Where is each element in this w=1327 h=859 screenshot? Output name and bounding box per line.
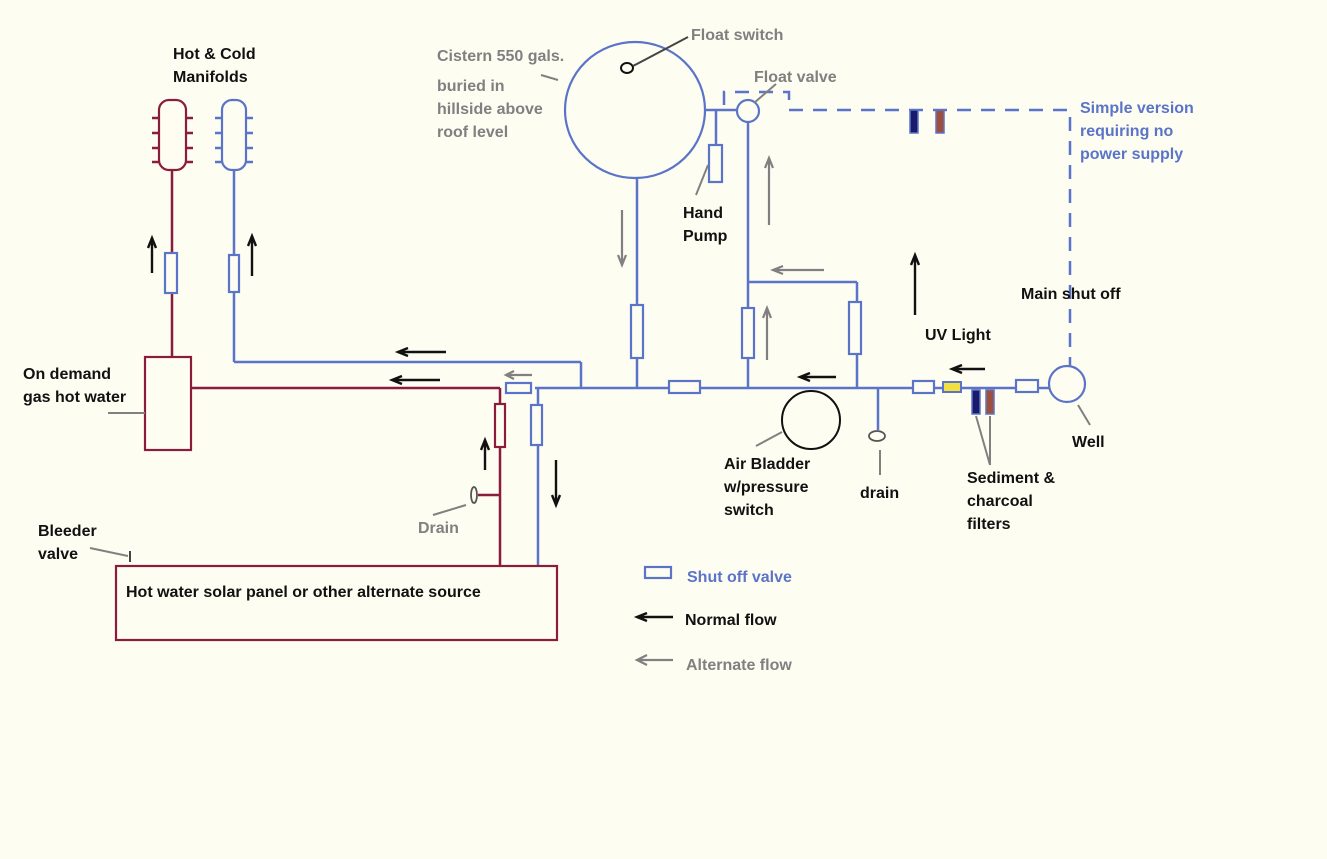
on-demand-label-1: On demand bbox=[23, 366, 111, 383]
cold-manifold-valve bbox=[227, 253, 241, 294]
filters-label-3: filters bbox=[967, 516, 1011, 533]
uv-light-icon bbox=[942, 381, 962, 393]
air-bladder-label-3: switch bbox=[724, 502, 774, 519]
filters-label-1: Sediment & bbox=[967, 470, 1055, 487]
uv-inlet-valve bbox=[911, 379, 936, 395]
float-switch-label: Float switch bbox=[691, 27, 783, 44]
bypass-valve bbox=[847, 300, 863, 356]
normal-flow-arrows bbox=[146, 232, 985, 509]
float-valve-icon bbox=[735, 98, 761, 124]
float-valve-label: Float valve bbox=[754, 69, 837, 86]
cistern-fill-valve bbox=[740, 306, 756, 360]
hand-pump-icon bbox=[707, 143, 724, 184]
legend-alternate-arrow bbox=[634, 654, 673, 666]
air-bladder-label-1: Air Bladder bbox=[724, 456, 810, 473]
simple-sediment-filter bbox=[909, 109, 919, 134]
manifolds-label-2: Manifolds bbox=[173, 69, 248, 86]
air-bladder-label-2: w/pressure bbox=[723, 479, 809, 496]
drain-right-label: drain bbox=[860, 485, 899, 502]
cistern-label-3: hillside above bbox=[437, 101, 543, 118]
simple-version-label-2: requiring no bbox=[1080, 123, 1174, 140]
hot-manifold-valve bbox=[163, 251, 179, 295]
hot-manifold bbox=[152, 98, 193, 172]
legend-alternate-flow: Alternate flow bbox=[686, 657, 792, 674]
manifolds-label-1: Hot & Cold bbox=[173, 46, 256, 63]
air-bladder-tank bbox=[781, 390, 841, 450]
bleeder-label-1: Bleeder bbox=[38, 523, 97, 540]
legend-valve-swatch bbox=[643, 565, 673, 580]
cold-manifold bbox=[215, 98, 253, 172]
legend-normal-arrow bbox=[633, 611, 673, 623]
main-shut-off-label: Main shut off bbox=[1021, 286, 1121, 303]
alternate-flow-arrows bbox=[503, 155, 824, 380]
cistern-label-4: roof level bbox=[437, 124, 508, 141]
labels: Hot & Cold Manifolds Cistern 550 gals. b… bbox=[23, 27, 1194, 601]
simple-version-label-1: Simple version bbox=[1080, 100, 1194, 117]
simple-version-line bbox=[722, 90, 1072, 370]
main-shut-off-valve bbox=[1014, 378, 1040, 394]
legend-normal-flow: Normal flow bbox=[685, 612, 777, 629]
charcoal-filter-icon bbox=[985, 389, 995, 415]
filters-label-2: charcoal bbox=[967, 493, 1033, 510]
hot-cold-junction-valve bbox=[504, 381, 533, 395]
solar-panel-box bbox=[114, 564, 559, 642]
float-switch-icon bbox=[620, 62, 634, 74]
drain-left-label: Drain bbox=[418, 520, 459, 537]
uv-light-label: UV Light bbox=[925, 327, 991, 344]
shut-off-valves bbox=[163, 251, 1040, 449]
well-icon bbox=[1047, 364, 1087, 404]
main-line-valve bbox=[667, 379, 702, 395]
solar-return-valve bbox=[493, 402, 507, 449]
legend-shut-off-valve: Shut off valve bbox=[687, 569, 792, 586]
leader-lines bbox=[89, 36, 1091, 562]
simple-charcoal-filter bbox=[935, 109, 945, 134]
cistern-label-2: buried in bbox=[437, 78, 505, 95]
drain-right-icon bbox=[868, 430, 886, 442]
on-demand-label-2: gas hot water bbox=[23, 389, 126, 406]
hot-water-pipes bbox=[170, 170, 502, 566]
solar-panel-label: Hot water solar panel or other alternate… bbox=[126, 584, 481, 601]
cistern-outlet-valve bbox=[629, 303, 645, 360]
legend: Shut off valve Normal flow Alternate flo… bbox=[633, 565, 792, 674]
cistern-label-1: Cistern 550 gals. bbox=[437, 48, 564, 65]
simple-version-label-3: power supply bbox=[1080, 146, 1183, 163]
bleeder-label-2: valve bbox=[38, 546, 78, 563]
cistern-tank bbox=[563, 40, 707, 180]
hand-pump-label-2: Pump bbox=[683, 228, 728, 245]
well-label: Well bbox=[1072, 434, 1105, 451]
hand-pump-label-1: Hand bbox=[683, 205, 723, 222]
drain-left-icon bbox=[470, 486, 478, 504]
sediment-filter-icon bbox=[971, 389, 981, 415]
on-demand-heater bbox=[143, 355, 193, 452]
solar-feed-valve bbox=[529, 403, 544, 447]
